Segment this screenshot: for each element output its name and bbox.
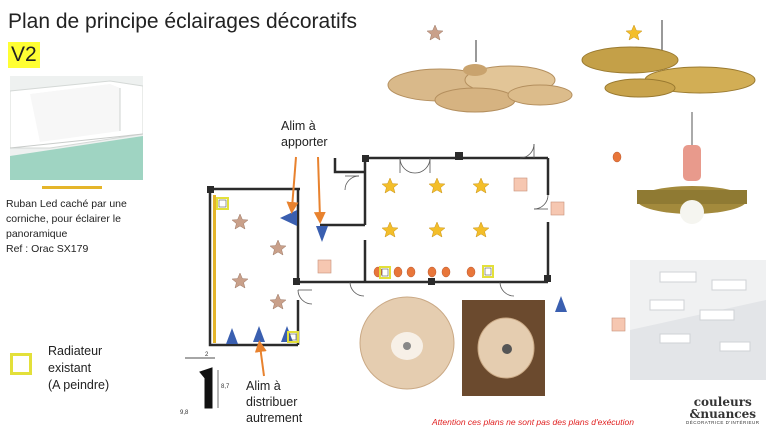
alim-bot-line1: Alim à xyxy=(246,379,281,393)
led-strip xyxy=(213,195,216,343)
triangle-icon xyxy=(226,328,238,344)
version-badge: V2 xyxy=(8,42,40,68)
brown-stars xyxy=(231,24,444,310)
radiator-line2: existant xyxy=(48,361,92,375)
triangle-icon xyxy=(253,326,265,342)
pendant-lamp-1 xyxy=(387,40,573,113)
square-icon xyxy=(611,317,626,332)
ruban-line2: corniche, pour éclairer le xyxy=(6,213,121,225)
alim-top-line2: apporter xyxy=(281,135,328,149)
wall-sconce-2 xyxy=(462,300,545,396)
ruban-ref: Ref : Orac SX179 xyxy=(6,243,89,255)
yellow-stars xyxy=(381,24,643,238)
triangle-icon xyxy=(316,226,328,242)
ceiling-photo xyxy=(630,260,766,380)
triangle-icon xyxy=(555,296,567,312)
logo-line2: &nuances xyxy=(689,407,756,421)
warning-note: Attention ces plans ne sont pas des plan… xyxy=(432,417,634,427)
circle-icon xyxy=(466,266,476,278)
star-icon xyxy=(231,213,249,230)
circle-icon xyxy=(427,266,437,278)
alim-bot-line2: distribuer xyxy=(246,395,298,409)
circle-icon xyxy=(406,266,416,278)
star-icon xyxy=(625,24,643,41)
corniche-image xyxy=(10,76,143,180)
corniche-profile xyxy=(185,357,219,409)
star-icon xyxy=(472,221,490,238)
radiators xyxy=(216,197,494,343)
orange-dots xyxy=(373,151,622,278)
pendant-lamp-3 xyxy=(637,112,747,224)
star-icon xyxy=(231,272,249,289)
square-icon xyxy=(513,177,528,192)
logo-tagline: DÉCORATRICE D'INTÉRIEUR xyxy=(686,420,760,425)
led-strip-legend xyxy=(42,186,102,189)
star-icon xyxy=(381,177,399,194)
ruban-line3: panoramique xyxy=(6,228,68,240)
star-icon xyxy=(428,221,446,238)
circle-icon xyxy=(441,266,451,278)
dim-label-2: 8,7 xyxy=(221,384,230,390)
radiator-line3: (A peindre) xyxy=(48,378,110,392)
alim-top-line1: Alim à xyxy=(281,119,316,133)
alim-apporter-label: Alim à apporter xyxy=(281,118,328,150)
brand-logo: couleurs &nuances DÉCORATRICE D'INTÉRIEU… xyxy=(686,396,760,425)
logo-line1: couleurs xyxy=(693,395,752,409)
doors xyxy=(297,143,549,305)
ruban-line1: Ruban Led caché par une xyxy=(6,198,127,210)
pink-squares xyxy=(317,177,626,332)
triangle-icon xyxy=(280,210,297,226)
circle-icon xyxy=(393,266,403,278)
star-icon xyxy=(269,239,287,256)
star-icon xyxy=(381,221,399,238)
radiator-legend-icon xyxy=(10,353,32,375)
star-icon xyxy=(428,177,446,194)
star-icon xyxy=(269,293,287,310)
circle-icon xyxy=(612,151,622,163)
radiator-line1: Radiateur xyxy=(48,344,103,358)
star-icon xyxy=(426,24,444,41)
pendant-lamp-2 xyxy=(581,20,756,98)
alim-arrows xyxy=(254,156,326,377)
dim-label-1: 2 xyxy=(205,352,209,358)
posts xyxy=(207,152,551,285)
wall-sconce-1 xyxy=(359,296,455,390)
page-title: Plan de principe éclairages décoratifs xyxy=(8,10,358,33)
alim-bot-line3: autrement xyxy=(246,411,303,425)
ruban-description: Ruban Led caché par une corniche, pour é… xyxy=(6,197,176,257)
radiator-legend: Radiateur existant (A peindre) xyxy=(48,343,109,394)
square-icon xyxy=(317,259,332,274)
dim-label-3: 9,8 xyxy=(180,410,189,416)
alim-distribuer-label: Alim à distribuer autrement xyxy=(246,378,302,426)
star-icon xyxy=(472,177,490,194)
square-icon xyxy=(550,201,565,216)
